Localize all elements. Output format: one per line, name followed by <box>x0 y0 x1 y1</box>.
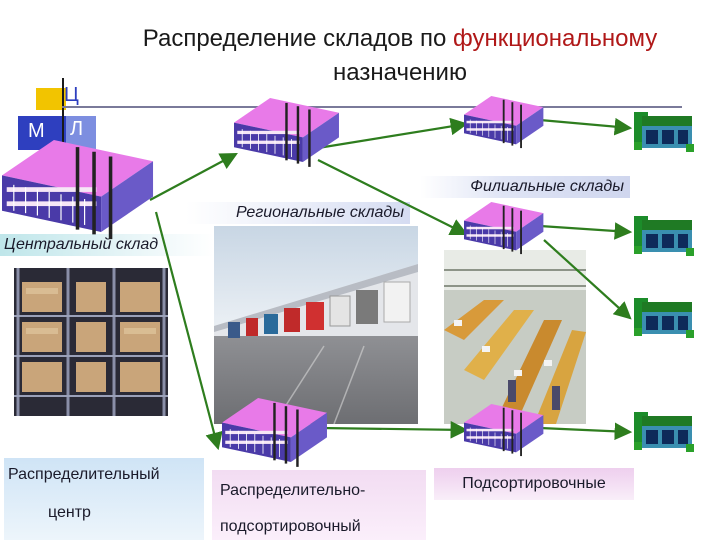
warehouse-icon <box>463 95 545 150</box>
shop-icon <box>634 412 694 452</box>
distribution-center-line1: Распределительный <box>8 466 160 483</box>
photo-sorting-line-art <box>444 250 586 424</box>
logo-vertical-line <box>62 78 64 158</box>
distribution-sorting-line1: Распределительно- <box>220 482 366 499</box>
warehouse-icon <box>463 201 545 256</box>
warehouse-icon <box>232 96 341 169</box>
warehouse-icon <box>0 138 155 241</box>
logo-yellow-block <box>36 88 66 110</box>
sorting-warehouses-label: Подсортировочные <box>434 468 634 500</box>
distribution-center-line2: центр <box>48 504 91 521</box>
shop-icon <box>634 216 694 256</box>
title-part3: назначению <box>333 59 467 86</box>
distribution-sorting-label: Распределительно- подсортировочный <box>212 470 426 540</box>
photo-pallet-racks <box>14 268 168 416</box>
central-warehouse-label: Центральный склад <box>0 234 214 256</box>
logo-letter-right: Л <box>70 118 84 140</box>
photo-pallet-racks-art <box>14 268 168 416</box>
regional-warehouses-label: Региональные склады <box>186 202 410 224</box>
distribution-sorting-line2: подсортировочный <box>220 518 361 535</box>
distribution-center-label: Распределительный центр <box>4 458 204 540</box>
page-title: Распределение складов по функциональному… <box>100 22 700 90</box>
photo-warehouse-exterior-art <box>214 226 418 424</box>
shop-icon <box>634 298 694 338</box>
title-highlight: функциональному <box>453 25 658 52</box>
photo-warehouse-exterior <box>214 226 418 424</box>
logo-letter-left: М <box>28 120 45 142</box>
shop-icon <box>634 112 694 152</box>
title-part1: Распределение складов по <box>142 25 453 52</box>
header-divider-line <box>62 106 682 108</box>
photo-sorting-line <box>444 250 586 424</box>
logo-letter-top: Ц <box>64 84 79 106</box>
branch-warehouses-label: Филиальные склады <box>420 176 630 198</box>
